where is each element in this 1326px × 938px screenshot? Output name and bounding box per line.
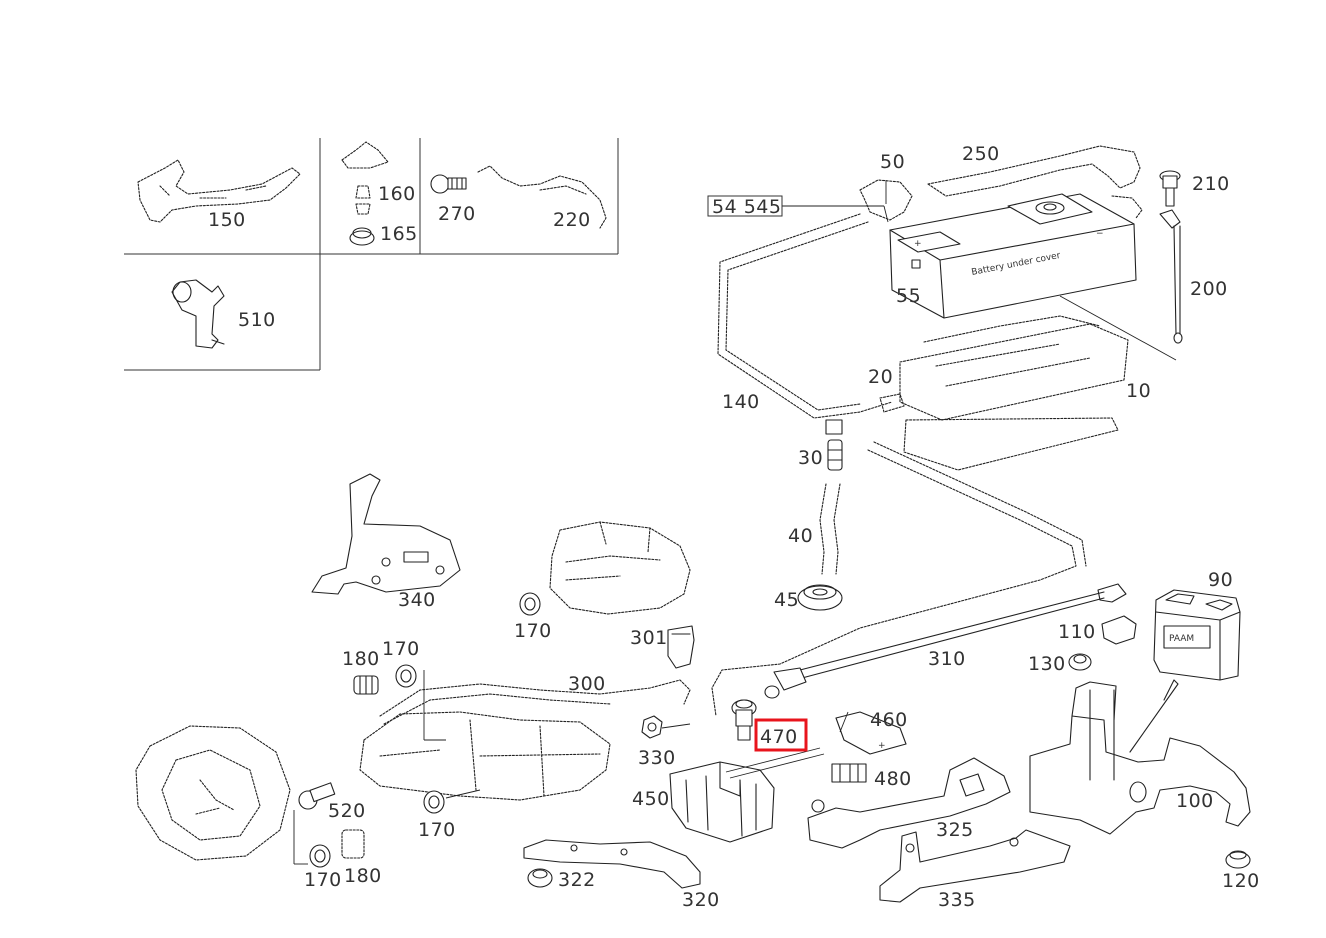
battery-minus-sign: −: [1096, 229, 1104, 239]
part-180-sleeve-lower[interactable]: [341, 829, 365, 859]
part-210-bolt[interactable]: [1159, 170, 1181, 207]
part-130-nut[interactable]: [1068, 653, 1092, 671]
label-55[interactable]: 55: [896, 285, 921, 307]
label-160[interactable]: 160: [378, 183, 416, 205]
label-40[interactable]: 40: [788, 525, 813, 547]
reference-box: 54 545: [707, 195, 783, 218]
part-20-hold-down[interactable]: [879, 393, 905, 413]
part-270-bolt[interactable]: [430, 174, 467, 194]
part-510-lever[interactable]: [171, 279, 225, 349]
part-220-cable[interactable]: [477, 165, 607, 229]
label-30[interactable]: 30: [798, 447, 823, 469]
label-150[interactable]: 150: [208, 209, 246, 231]
part-470-terminal-bolt[interactable]: [731, 699, 757, 741]
label-310[interactable]: 310: [928, 648, 966, 670]
part-170-grommet-lower-a[interactable]: [423, 790, 445, 814]
label-460[interactable]: 460: [870, 709, 908, 731]
label-170-lower-a[interactable]: 170: [418, 819, 456, 841]
part-170-grommet-upper[interactable]: [519, 592, 541, 616]
part-180-sleeve[interactable]: [353, 675, 379, 695]
part-301-clip[interactable]: [667, 625, 695, 669]
label-180-lower[interactable]: 180: [344, 865, 382, 887]
part-number-labels: 150 160 165 270 220 510 50 250 210 200 5…: [208, 143, 1260, 911]
highlight-box-470: [754, 718, 808, 752]
part-460-cover[interactable]: +: [835, 711, 907, 755]
part-160-clip[interactable]: [341, 141, 389, 215]
label-170-upper[interactable]: 170: [514, 620, 552, 642]
label-200[interactable]: 200: [1190, 278, 1228, 300]
label-170-mid[interactable]: 170: [382, 638, 420, 660]
part-165-grommet[interactable]: [349, 227, 375, 246]
part-335-bracket[interactable]: [879, 829, 1071, 903]
part-320-bracket[interactable]: [523, 839, 701, 889]
label-325[interactable]: 325: [936, 819, 974, 841]
label-10[interactable]: 10: [1126, 380, 1151, 402]
label-165[interactable]: 165: [380, 223, 418, 245]
battery-plus-sign: +: [914, 239, 922, 249]
part-325-bracket[interactable]: [807, 757, 1011, 849]
part-50-terminal[interactable]: [859, 179, 913, 221]
part-322-grommet[interactable]: [527, 868, 553, 888]
label-330[interactable]: 330: [638, 747, 676, 769]
label-510[interactable]: 510: [238, 309, 276, 331]
label-335[interactable]: 335: [938, 889, 976, 911]
label-20[interactable]: 20: [868, 366, 893, 388]
part-100-bracket[interactable]: [1029, 679, 1251, 835]
part-340-mounting-plate[interactable]: [311, 473, 461, 595]
part-30-elbow[interactable]: [827, 439, 843, 471]
label-320[interactable]: 320: [682, 889, 720, 911]
part-170-grommet-mid[interactable]: [395, 664, 417, 688]
part-300-cable[interactable]: [379, 670, 691, 741]
label-180-upper[interactable]: 180: [342, 648, 380, 670]
part-55-battery[interactable]: + Battery under cover −: [889, 193, 1137, 319]
part-310-battery-cable[interactable]: [711, 441, 1127, 717]
part-10-battery-tray[interactable]: [899, 315, 1129, 471]
label-250[interactable]: 250: [962, 143, 1000, 165]
label-50[interactable]: 50: [880, 151, 905, 173]
label-470[interactable]: 470: [760, 726, 798, 748]
label-45[interactable]: 45: [774, 589, 799, 611]
part-520-bolt[interactable]: [298, 782, 336, 810]
label-520[interactable]: 520: [328, 800, 366, 822]
part-330-nut[interactable]: [641, 715, 691, 739]
label-100[interactable]: 100: [1176, 790, 1214, 812]
label-220[interactable]: 220: [553, 209, 591, 231]
part-110-fuse-cap[interactable]: [1101, 615, 1137, 645]
cover-plus-sign: +: [878, 741, 886, 751]
label-170-lower-b[interactable]: 170: [304, 869, 342, 891]
part-140-vent-hose[interactable]: [717, 213, 893, 435]
part-200-ground-strap[interactable]: [1159, 209, 1183, 344]
starter-motor-outline: [549, 521, 691, 615]
part-40-drain-hose[interactable]: [819, 483, 841, 575]
label-120[interactable]: 120: [1222, 870, 1260, 892]
label-340[interactable]: 340: [398, 589, 436, 611]
part-250-cable[interactable]: [927, 145, 1143, 219]
label-301[interactable]: 301: [630, 627, 668, 649]
label-322[interactable]: 322: [558, 869, 596, 891]
label-210[interactable]: 210: [1192, 173, 1230, 195]
aux-battery-label: PAAM: [1169, 634, 1194, 644]
part-150-bracket[interactable]: [137, 159, 301, 223]
leader-lines: [293, 205, 1177, 865]
part-90-aux-battery[interactable]: PAAM: [1153, 589, 1241, 681]
engine-component-outline: [359, 711, 611, 801]
label-450[interactable]: 450: [632, 788, 670, 810]
label-300[interactable]: 300: [568, 673, 606, 695]
label-90[interactable]: 90: [1208, 569, 1233, 591]
part-120-grommet[interactable]: [1225, 850, 1251, 869]
label-130[interactable]: 130: [1028, 653, 1066, 675]
alternator-outline: [135, 725, 291, 861]
part-45-grommet[interactable]: [797, 584, 843, 611]
label-140[interactable]: 140: [722, 391, 760, 413]
part-450-fuse-box[interactable]: [669, 747, 825, 843]
detail-inset-frames: [124, 138, 619, 371]
label-480[interactable]: 480: [874, 768, 912, 790]
label-270[interactable]: 270: [438, 203, 476, 225]
reference-box-text: 54 545: [712, 196, 781, 218]
part-480-fuse[interactable]: [831, 763, 867, 783]
part-170-grommet-lower-b[interactable]: [309, 844, 331, 868]
label-110[interactable]: 110: [1058, 621, 1096, 643]
